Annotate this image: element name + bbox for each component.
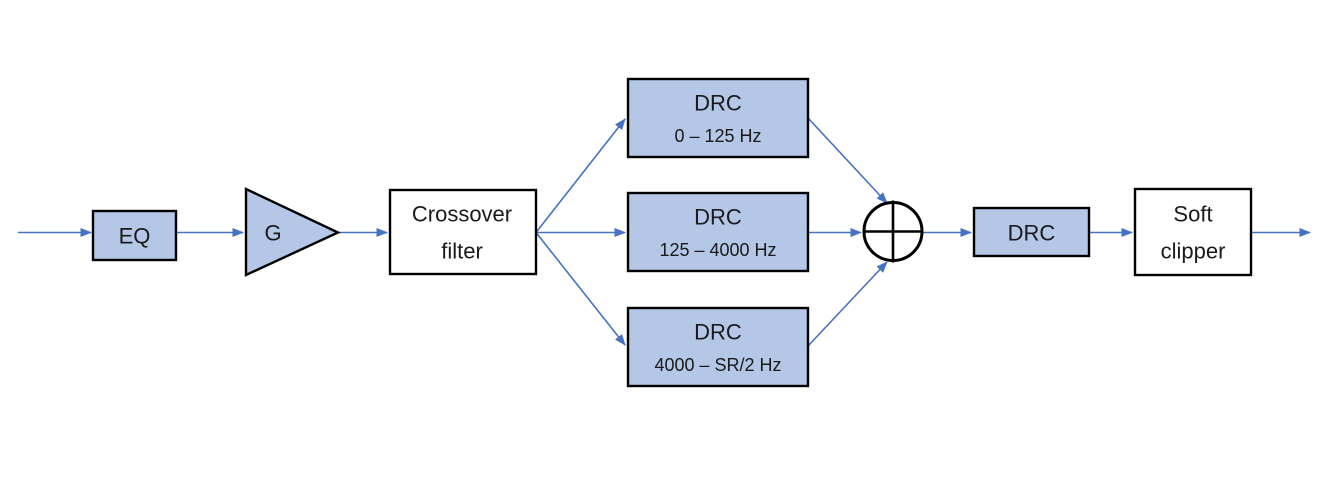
crossover-to-drc-high-arrow <box>535 232 626 346</box>
soft-clipper-block: Soft clipper <box>1133 187 1253 277</box>
eq-block: EQ <box>91 209 178 262</box>
drc-low-band-label: DRC <box>694 91 742 116</box>
gain-label: G <box>264 221 281 246</box>
drc-high-band-label: DRC <box>694 320 742 345</box>
drc-mid-band-box <box>626 191 810 273</box>
drc-low-band-block: DRC 0 – 125 Hz <box>626 77 810 159</box>
drc-high-band-block: DRC 4000 – SR/2 Hz <box>626 306 810 388</box>
drc-fullband-label: DRC <box>1008 221 1056 246</box>
crossover-filter-box <box>388 188 538 276</box>
crossover-filter-label-line2: filter <box>441 239 483 264</box>
drc-high-band-box <box>626 306 810 388</box>
drc-mid-band-range: 125 – 4000 Hz <box>659 240 776 260</box>
crossover-filter-label-line1: Crossover <box>412 202 512 227</box>
drc-high-to-sum-arrow <box>807 261 888 347</box>
drc-fullband-block: DRC <box>972 206 1091 258</box>
gain-triangle-icon <box>244 187 341 277</box>
drc-low-to-sum-arrow <box>807 117 888 204</box>
eq-label: EQ <box>119 224 151 249</box>
drc-mid-band-block: DRC 125 – 4000 Hz <box>626 191 810 273</box>
soft-clipper-box <box>1133 187 1253 277</box>
drc-mid-band-label: DRC <box>694 205 742 230</box>
crossover-to-drc-low-arrow <box>535 118 626 233</box>
drc-high-band-range: 4000 – SR/2 Hz <box>654 355 781 375</box>
drc-low-band-box <box>626 77 810 159</box>
gain-block: G <box>244 187 341 277</box>
soft-clipper-label-line2: clipper <box>1161 239 1226 264</box>
drc-fullband-box <box>972 206 1091 258</box>
soft-clipper-label-line1: Soft <box>1173 202 1212 227</box>
drc-low-band-range: 0 – 125 Hz <box>674 126 761 146</box>
sum-junction <box>862 200 924 263</box>
eq-box <box>91 209 178 262</box>
crossover-filter-block: Crossover filter <box>388 188 538 276</box>
